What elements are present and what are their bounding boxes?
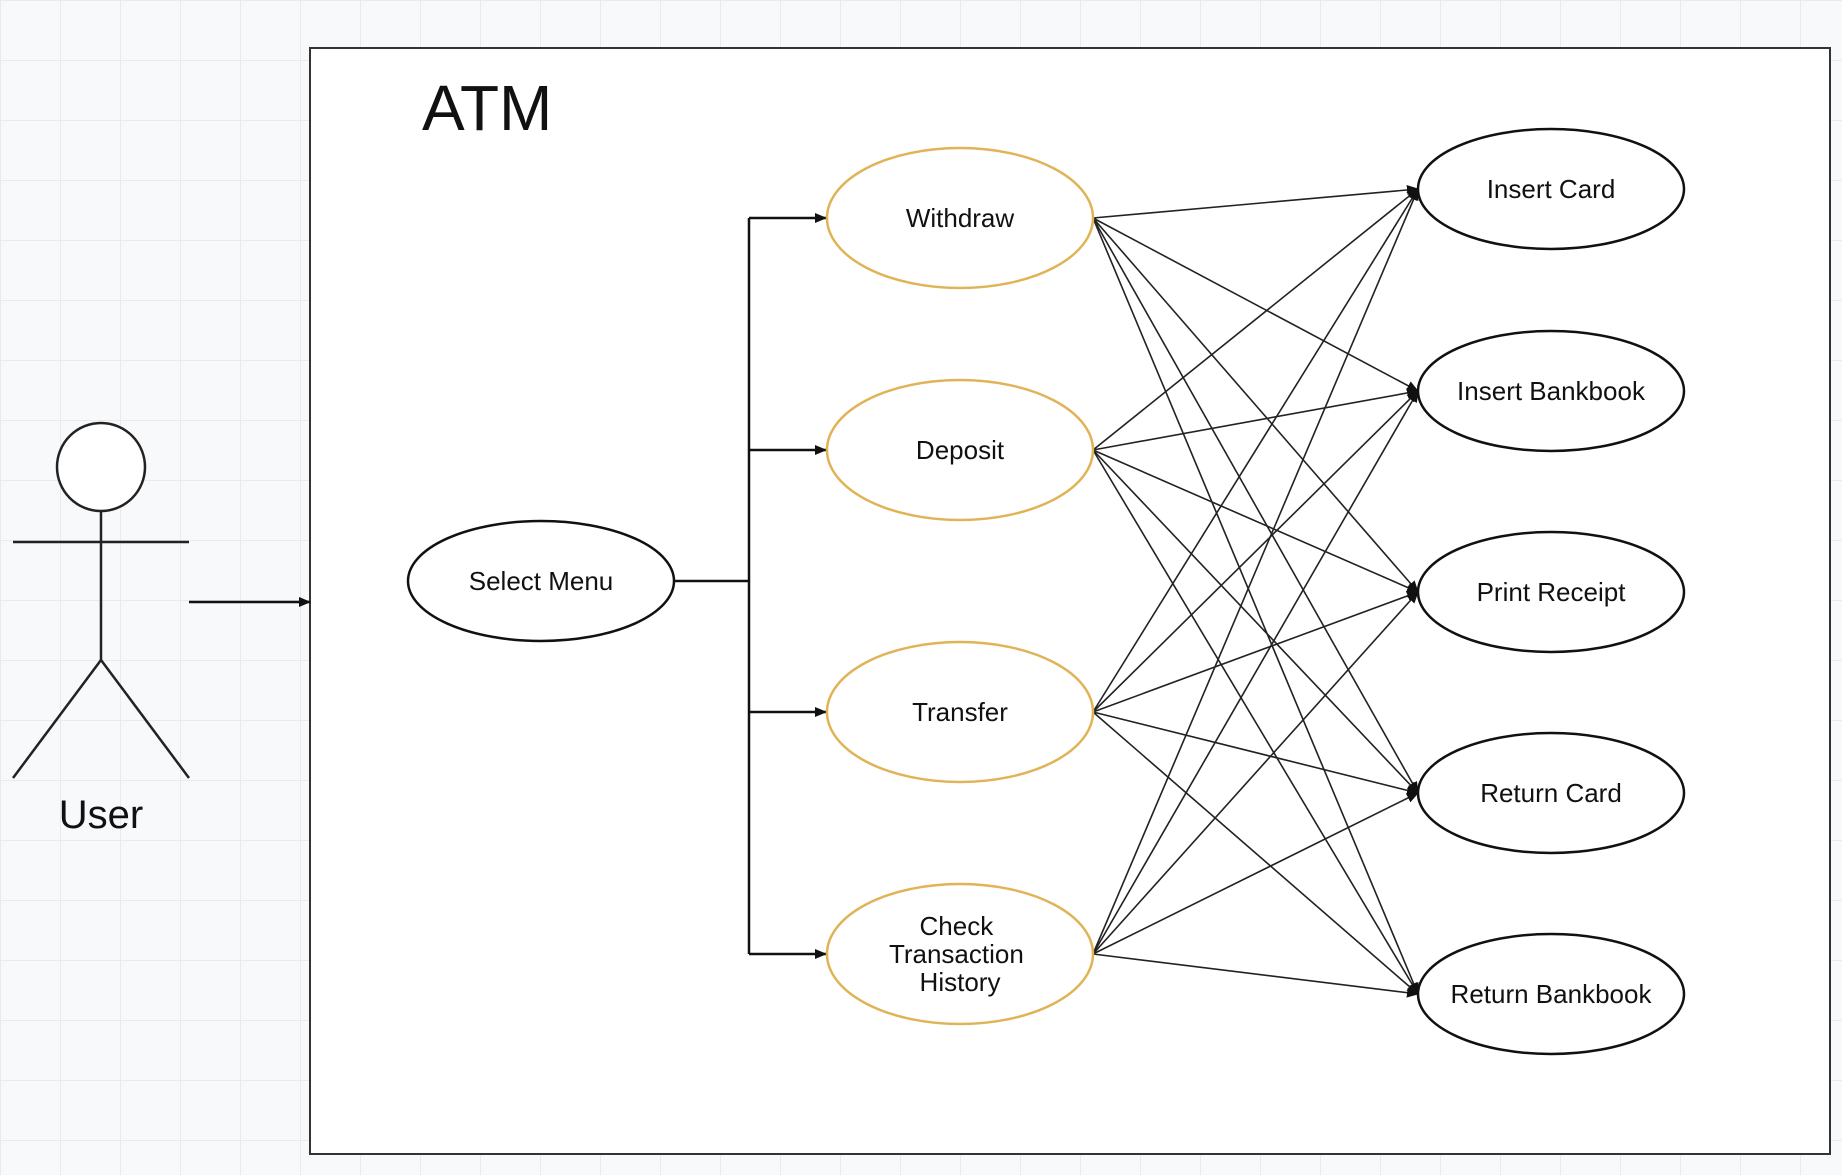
print-receipt-ellipse xyxy=(1416,530,1686,654)
system-title: ATM xyxy=(422,72,552,144)
edge-deposit-to-insert-card xyxy=(1092,188,1419,451)
edge-transfer-to-insert-bankbook xyxy=(1092,390,1419,713)
return-bankbook-label: Return Bankbook xyxy=(1451,979,1653,1009)
menu-connectors xyxy=(673,213,827,959)
user-actor xyxy=(11,421,191,779)
return-card-ellipse xyxy=(1416,731,1686,855)
transfer-ellipse xyxy=(825,640,1095,784)
insert-bankbook-ellipse xyxy=(1416,329,1686,453)
withdraw-label: Withdraw xyxy=(906,203,1015,233)
usecase-transfer: Transfer xyxy=(825,640,1095,784)
edge-withdraw-to-return-bankbook xyxy=(1092,217,1419,995)
edge-withdraw-to-return-card xyxy=(1092,217,1419,794)
check-history-ellipse xyxy=(825,882,1095,1026)
transfer-label: Transfer xyxy=(912,697,1008,727)
edge-transfer-to-return-card xyxy=(1092,711,1419,796)
transaction-step-edges xyxy=(1092,184,1419,998)
check-history-label: Check Transaction History xyxy=(889,911,1031,997)
withdraw-ellipse xyxy=(825,146,1095,290)
usecase-deposit: Deposit xyxy=(825,378,1095,522)
usecase-return-bankbook: Return Bankbook xyxy=(1416,932,1686,1056)
insert-card-ellipse xyxy=(1416,127,1686,251)
edge-check-transaction-history-to-insert-card xyxy=(1092,188,1419,955)
insert-card-label: Insert Card xyxy=(1487,174,1616,204)
actor-right-leg xyxy=(99,659,191,779)
actor-left-leg xyxy=(11,659,103,779)
usecase-return-card: Return Card xyxy=(1416,731,1686,855)
edge-deposit-to-print-receipt xyxy=(1092,449,1419,593)
usecase-insert-card: Insert Card xyxy=(1416,127,1686,251)
edge-check-transaction-history-to-return-card xyxy=(1092,792,1419,955)
edge-check-transaction-history-to-insert-bankbook xyxy=(1092,390,1419,955)
deposit-ellipse xyxy=(825,378,1095,522)
usecase-check-transaction-history: Check Transaction History xyxy=(825,882,1095,1026)
edge-deposit-to-insert-bankbook xyxy=(1092,388,1419,451)
usecase-select-menu: Select Menu xyxy=(406,519,676,643)
edge-deposit-to-return-bankbook xyxy=(1092,449,1419,995)
edge-transfer-to-insert-card xyxy=(1092,188,1419,713)
edge-withdraw-to-print-receipt xyxy=(1092,217,1419,593)
select-menu-label: Select Menu xyxy=(469,566,614,596)
usecase-print-receipt: Print Receipt xyxy=(1416,530,1686,654)
print-receipt-label: Print Receipt xyxy=(1477,577,1627,607)
check-history-label-line-1: Check xyxy=(920,911,995,941)
check-history-label-line-3: History xyxy=(920,967,1001,997)
actor-label: User xyxy=(59,793,143,837)
edge-transfer-to-print-receipt xyxy=(1092,591,1419,713)
deposit-label-line: Deposit xyxy=(916,435,1005,465)
select-menu-ellipse xyxy=(406,519,676,643)
actor-head xyxy=(55,421,147,513)
usecase-insert-bankbook: Insert Bankbook xyxy=(1416,329,1686,453)
transfer-label-line: Transfer xyxy=(912,697,1008,727)
edge-check-transaction-history-to-print-receipt xyxy=(1092,591,1419,955)
return-card-label: Return Card xyxy=(1480,778,1622,808)
withdraw-label-line: Withdraw xyxy=(906,203,1015,233)
edge-withdraw-to-insert-card xyxy=(1092,184,1419,219)
edge-transfer-to-return-bankbook xyxy=(1092,711,1419,995)
edge-deposit-to-return-card xyxy=(1092,449,1419,794)
return-bankbook-ellipse xyxy=(1416,932,1686,1056)
usecase-withdraw: Withdraw xyxy=(825,146,1095,290)
edge-check-transaction-history-to-return-bankbook xyxy=(1092,953,1419,998)
edge-withdraw-to-insert-bankbook xyxy=(1092,217,1419,392)
deposit-label: Deposit xyxy=(916,435,1005,465)
insert-bankbook-label: Insert Bankbook xyxy=(1457,376,1646,406)
check-history-label-line-2: Transaction xyxy=(889,939,1024,969)
